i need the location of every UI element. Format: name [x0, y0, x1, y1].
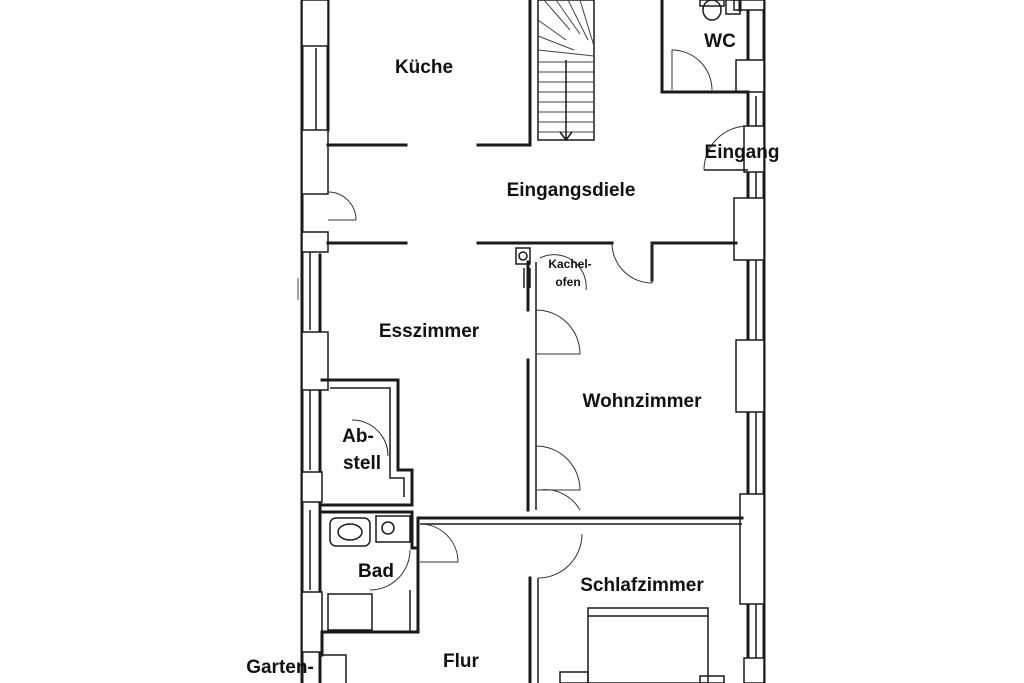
- label-kachelofen-line1: Kachel-: [548, 257, 591, 271]
- label-wc: WC: [704, 31, 736, 52]
- window-left-5: [301, 471, 323, 503]
- window-right-2: [735, 59, 765, 93]
- interior-walls: [320, 0, 750, 683]
- bed-icon: [587, 607, 709, 683]
- window-right-4: [733, 197, 765, 261]
- shower-icon: [327, 593, 373, 631]
- label-garten: Garten-: [246, 657, 314, 678]
- window-right-1: [733, 0, 765, 11]
- label-bad: Bad: [358, 561, 394, 582]
- staircase: [537, 0, 595, 142]
- label-eingangsdiele: Eingangsdiele: [507, 180, 636, 201]
- fixtures: [297, 0, 741, 683]
- window-left-6: [301, 591, 323, 653]
- label-wohnzimmer: Wohnzimmer: [583, 391, 703, 412]
- sink-icon: [375, 515, 411, 543]
- window-right-7: [743, 657, 765, 683]
- stove-box-icon: [515, 247, 531, 265]
- window-left-3: [301, 231, 329, 253]
- window-right-5: [735, 339, 765, 413]
- label-abstell-line2: stell: [343, 453, 381, 474]
- window-right-3: [743, 125, 765, 173]
- window-left-1: [301, 0, 329, 47]
- label-schlafzimmer: Schlafzimmer: [580, 575, 704, 596]
- toilet-icon: [702, 0, 722, 21]
- label-esszimmer: Esszimmer: [379, 321, 480, 342]
- window-left-2: [301, 129, 329, 195]
- exterior-walls: [300, 0, 766, 683]
- door-swings: [327, 49, 749, 591]
- room-labels: Küche WC Eingang Eingangsdiele Kachel- o…: [246, 31, 779, 678]
- bathtub-icon: [329, 517, 371, 547]
- label-flur: Flur: [443, 651, 479, 672]
- label-kueche: Küche: [395, 57, 453, 78]
- label-abstell-line1: Ab-: [342, 426, 374, 447]
- window-right-6: [739, 493, 765, 605]
- label-kachelofen-line2: ofen: [555, 275, 580, 289]
- label-eingang: Eingang: [705, 142, 780, 163]
